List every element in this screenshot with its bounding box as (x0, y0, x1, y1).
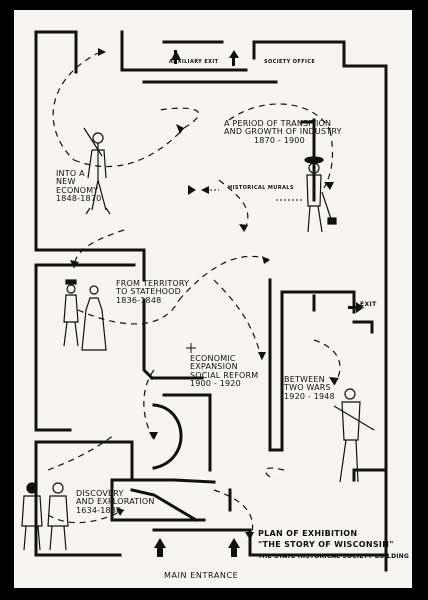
society-office-label: Society Office (264, 59, 316, 65)
center-marker (186, 343, 196, 353)
worker-figure (304, 156, 337, 233)
gallery-new-economy-label: Into A New Economy 1848-1870 (56, 169, 102, 204)
direction-arrows (70, 48, 364, 557)
soldier-figure (333, 388, 375, 483)
right-exit-label: Exit (360, 301, 377, 308)
explorers-figure (21, 482, 69, 551)
territory-couple-figure (63, 279, 107, 351)
auxiliary-exit-label: Auxiliary Exit (169, 59, 219, 65)
pioneer-figure (83, 127, 111, 215)
historical-murals-label: Historical Murals (228, 185, 294, 191)
gallery-territory-label: From Territory to Statehood 1836-1848 (116, 279, 190, 305)
plan-title: Plan of Exhibition (258, 529, 358, 538)
murals-marker (188, 185, 302, 201)
gallery-two-wars-label: Between Two Wars 1920 - 1948 (284, 375, 335, 401)
gallery-economic-expansion-label: Economic Expansion Social Reform 1900 - … (190, 354, 259, 389)
gallery-discovery-label: Discovery and Exploration 1634-1836 (76, 489, 155, 515)
gallery-transition-label: A Period of Transition and Growth of Ind… (224, 119, 342, 145)
exhibition-plan-sheet: Auxiliary Exit Society Office A Period o… (14, 10, 412, 588)
exhibit-name: "The Story of Wisconsin" (258, 540, 394, 549)
gallery-walls (34, 30, 388, 572)
building-name: The State Historical Society Building (258, 553, 410, 560)
main-entrance-label: Main Entrance (164, 571, 239, 580)
floor-plan (21, 30, 388, 572)
period-figures (21, 127, 375, 551)
